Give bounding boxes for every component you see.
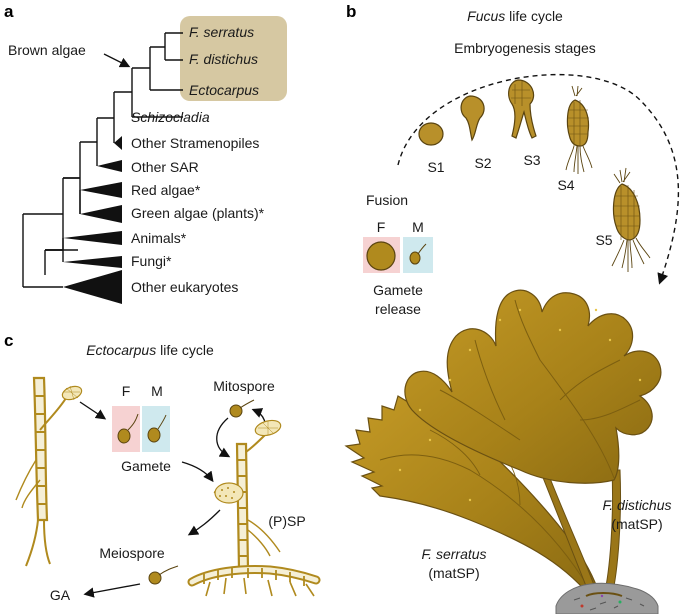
gamete-release-line2: release bbox=[375, 301, 421, 317]
brown-algae-label: Brown algae bbox=[8, 42, 86, 58]
embryo-s4 bbox=[565, 85, 593, 174]
psp-label: (P)SP bbox=[268, 513, 305, 529]
ectocarpus-life-cycle-title: Ectocarpus life cycle bbox=[86, 342, 214, 358]
f-serratus-note: (matSP) bbox=[428, 565, 479, 581]
stage-label-s2: S2 bbox=[474, 155, 491, 171]
taxon-label: F. serratus bbox=[189, 24, 254, 40]
taxa-labels: F. serratus F. distichusEctocarpusSchizoc… bbox=[131, 24, 265, 295]
meiospore-label: Meiospore bbox=[99, 545, 165, 561]
embryo-s1 bbox=[418, 122, 444, 146]
embryo-s3 bbox=[508, 79, 537, 139]
taxon-label: Other eukaryotes bbox=[131, 279, 238, 295]
taxon-label: Red algae* bbox=[131, 182, 201, 198]
ecto-arrow-to-ga bbox=[83, 583, 141, 598]
panel-b-letter: b bbox=[346, 2, 356, 21]
embryo-s5 bbox=[611, 167, 651, 272]
ecto-arrow-to-sporophyte bbox=[181, 461, 214, 483]
fusion-label: Fusion bbox=[366, 192, 408, 208]
ecto-female-label: F bbox=[122, 383, 131, 399]
ga-label: GA bbox=[50, 587, 71, 603]
triangle-red-algae bbox=[80, 182, 122, 198]
mitospore-cell bbox=[229, 399, 255, 418]
mitospore-label: Mitospore bbox=[213, 378, 275, 394]
f-serratus-label: F. serratus bbox=[421, 546, 486, 562]
ecto-female-gamete bbox=[117, 413, 139, 444]
taxon-label: Fungi* bbox=[131, 253, 172, 269]
clade-triangles bbox=[63, 136, 122, 304]
taxon-label: Other Stramenopiles bbox=[131, 135, 259, 151]
ecto-arrow-to-gametes bbox=[79, 401, 107, 420]
stage-label-s1: S1 bbox=[427, 159, 444, 175]
ecto-male-label: M bbox=[151, 383, 163, 399]
stage-label-s5: S5 bbox=[595, 232, 612, 248]
taxon-label: Animals* bbox=[131, 230, 187, 246]
fucus-thallus bbox=[344, 289, 662, 614]
taxon-label: F. distichus bbox=[189, 51, 258, 67]
embryogenesis-stages-label: Embryogenesis stages bbox=[454, 40, 596, 56]
f-distichus-label: F. distichus bbox=[603, 497, 672, 513]
fucus-female-label: F bbox=[377, 219, 386, 235]
triangle-other-eukaryotes bbox=[63, 270, 122, 304]
mitospore-arrow-down bbox=[216, 417, 231, 458]
sporophyte-filament bbox=[187, 419, 321, 597]
embryogenesis-arrow bbox=[397, 74, 680, 285]
panel-a-letter: a bbox=[4, 2, 14, 21]
triangle-fungi bbox=[63, 256, 122, 268]
gamete-release-line1: Gamete bbox=[373, 282, 423, 298]
triangle-stramenopiles bbox=[114, 136, 122, 150]
ecto-arrow-to-meiospore bbox=[187, 509, 221, 536]
taxon-label: Green algae (plants)* bbox=[131, 205, 265, 221]
fucus-male-label: M bbox=[412, 219, 424, 235]
ecto-male-gamete bbox=[147, 414, 167, 443]
fucus-life-cycle-title: Fucus life cycle bbox=[467, 8, 563, 24]
stage-label-s4: S4 bbox=[557, 177, 574, 193]
brown-algae-arrow bbox=[103, 53, 131, 68]
ecto-gamete-label: Gamete bbox=[121, 458, 171, 474]
fucus-male-gamete bbox=[409, 243, 427, 265]
taxon-label: Ectocarpus bbox=[189, 82, 259, 98]
fucus-female-gamete bbox=[366, 241, 396, 271]
f-distichus-note: (matSP) bbox=[611, 516, 662, 532]
embryo-s2 bbox=[460, 95, 485, 142]
triangle-animals bbox=[63, 231, 122, 245]
panel-c-letter: c bbox=[4, 331, 13, 350]
taxon-label: Other SAR bbox=[131, 159, 199, 175]
triangle-sar bbox=[97, 160, 122, 172]
taxon-label: Schizocladia bbox=[131, 109, 210, 125]
brown-algae-highlight bbox=[180, 16, 287, 101]
triangle-green-algae bbox=[80, 205, 122, 223]
meiospore-cell bbox=[148, 565, 179, 585]
stage-label-s3: S3 bbox=[523, 152, 540, 168]
gametophyte-filament bbox=[15, 376, 83, 567]
